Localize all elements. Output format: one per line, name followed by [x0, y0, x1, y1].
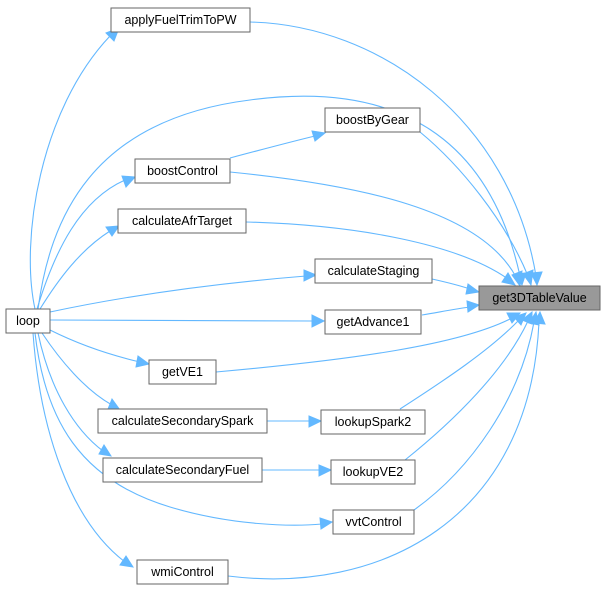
arrowhead	[533, 310, 546, 325]
node-calculateSecondaryFuel[interactable]: calculateSecondaryFuel	[102, 457, 263, 483]
edge-getAdvance1-get3DTableValue	[421, 306, 471, 316]
edge-loop-vvtControl	[34, 332, 323, 526]
node-boostByGear[interactable]: boostByGear	[324, 107, 421, 133]
svg-text:getAdvance1: getAdvance1	[337, 315, 410, 329]
edge-loop-calculateSecondarySpark	[41, 332, 113, 406]
edge-loop-calculateSecondaryFuel	[37, 332, 104, 452]
edge-loop-get3DTableValue	[37, 95, 521, 310]
arrowhead	[501, 272, 517, 286]
svg-text:calculateSecondaryFuel: calculateSecondaryFuel	[116, 463, 249, 477]
node-getVE1[interactable]: getVE1	[148, 359, 217, 385]
edge-wmiControl-get3DTableValue	[227, 321, 540, 580]
node-calculateStaging[interactable]: calculateStaging	[314, 258, 433, 284]
arrowhead	[121, 175, 137, 188]
svg-text:getVE1: getVE1	[162, 365, 203, 379]
arrowhead	[311, 130, 327, 142]
arrowhead	[105, 225, 121, 237]
arrowhead	[303, 269, 318, 282]
node-wmiControl[interactable]: wmiControl	[136, 559, 229, 585]
node-get3DTableValue[interactable]: get3DTableValue	[478, 285, 601, 311]
node-vvtControl[interactable]: vvtControl	[332, 509, 415, 535]
edge-loop-getVE1	[49, 329, 141, 363]
svg-text:applyFuelTrimToPW: applyFuelTrimToPW	[124, 13, 236, 27]
arrowhead	[511, 270, 523, 288]
svg-text:wmiControl: wmiControl	[150, 565, 214, 579]
node-applyFuelTrimToPW[interactable]: applyFuelTrimToPW	[110, 7, 251, 33]
edge-loop-applyFuelTrimToPW	[29, 35, 111, 310]
edge-loop-calculateStaging	[49, 275, 307, 313]
svg-text:vvtControl: vvtControl	[345, 515, 401, 529]
arrowhead	[308, 415, 323, 428]
edge-lookupVE2-get3DTableValue	[404, 320, 529, 461]
node-lookupSpark2[interactable]: lookupSpark2	[320, 409, 426, 435]
node-boostControl[interactable]: boostControl	[134, 158, 231, 184]
svg-text:lookupSpark2: lookupSpark2	[335, 415, 411, 429]
svg-text:loop: loop	[16, 314, 40, 328]
arrowhead	[107, 397, 122, 411]
edge-boostByGear-get3DTableValue	[419, 131, 529, 277]
edge-applyFuelTrimToPW-get3DTableValue	[249, 21, 537, 277]
edge-calculateStaging-get3DTableValue	[431, 278, 471, 290]
arrowhead	[318, 464, 333, 477]
node-lookupVE2[interactable]: lookupVE2	[330, 459, 416, 485]
nodes-layer: applyFuelTrimToPW boostByGear boostContr…	[5, 7, 601, 585]
edge-calculateAfrTarget-get3DTableValue	[245, 221, 509, 280]
arrowhead	[98, 444, 113, 457]
node-calculateSecondarySpark[interactable]: calculateSecondarySpark	[97, 408, 268, 434]
arrowhead	[319, 517, 334, 530]
arrowhead	[466, 300, 481, 313]
svg-text:boostControl: boostControl	[147, 164, 218, 178]
arrowhead	[465, 283, 481, 295]
edge-loop-wmiControl	[32, 332, 126, 563]
edge-getVE1-get3DTableValue	[215, 317, 513, 373]
node-getAdvance1[interactable]: getAdvance1	[324, 309, 422, 335]
edge-boostControl-get3DTableValue	[229, 171, 517, 278]
arrowhead	[135, 355, 151, 368]
svg-text:boostByGear: boostByGear	[336, 113, 409, 127]
edge-vvtControl-get3DTableValue	[413, 321, 535, 511]
edge-loop-calculateAfrTarget	[39, 230, 111, 310]
edge-loop-getAdvance1	[49, 319, 315, 322]
edges-layer	[29, 21, 546, 580]
svg-text:calculateSecondarySpark: calculateSecondarySpark	[112, 414, 254, 428]
edge-loop-boostControl	[36, 179, 126, 310]
svg-text:calculateAfrTarget: calculateAfrTarget	[132, 214, 233, 228]
svg-text:get3DTableValue: get3DTableValue	[492, 291, 586, 305]
arrowhead	[522, 269, 534, 287]
node-calculateAfrTarget[interactable]: calculateAfrTarget	[117, 208, 247, 234]
svg-text:calculateStaging: calculateStaging	[328, 264, 420, 278]
edge-lookupSpark2-get3DTableValue	[399, 319, 520, 410]
arrowhead	[119, 555, 135, 568]
edge-boostControl-boostByGear	[229, 135, 316, 159]
node-loop[interactable]: loop	[5, 308, 51, 334]
arrowhead	[311, 314, 326, 328]
svg-text:lookupVE2: lookupVE2	[343, 465, 404, 479]
arrowhead	[530, 271, 543, 287]
